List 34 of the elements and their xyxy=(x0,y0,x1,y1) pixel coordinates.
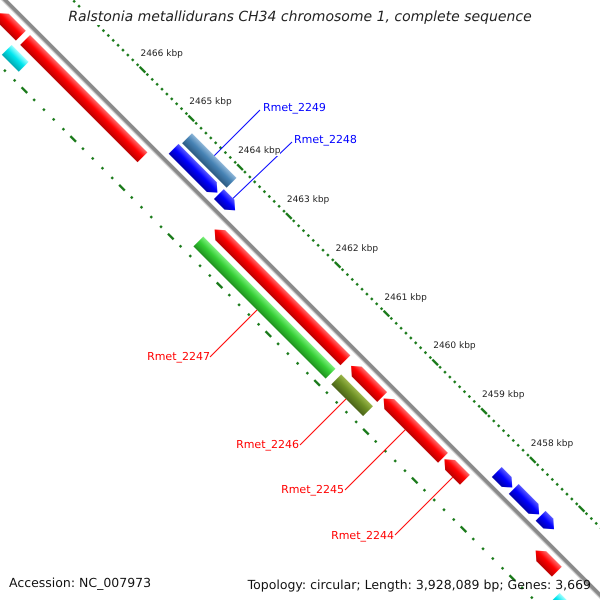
map-title: Ralstonia metallidurans CH34 chromosome 1, complete sequence xyxy=(68,9,532,25)
gene-bar xyxy=(2,44,29,72)
gene-bar xyxy=(384,398,448,463)
gene-label: Rmet_2246 xyxy=(236,438,299,451)
gene-bar xyxy=(536,550,562,577)
tick-label: 2466 kbp xyxy=(140,48,183,59)
tick-label: 2465 kbp xyxy=(189,97,232,108)
accession-text: Accession: NC_007973 xyxy=(9,575,152,590)
gene-bar xyxy=(536,510,554,530)
gene-bar xyxy=(331,374,373,416)
gene-bar xyxy=(0,13,26,41)
gene-bar xyxy=(508,484,540,514)
leader-line xyxy=(394,476,454,536)
gene-bar xyxy=(351,366,388,402)
tick-label: 2463 kbp xyxy=(286,195,330,206)
tick-label: 2461 kbp xyxy=(384,292,427,303)
gene-bar xyxy=(444,459,470,485)
gene-bar xyxy=(168,144,218,193)
leader-line xyxy=(344,429,406,490)
leader-line xyxy=(232,142,292,199)
summary-text: Topology: circular; Length: 3,928,089 bp; Genes: 3,669 xyxy=(248,577,591,592)
gene-label: Rmet_2249 xyxy=(263,101,326,114)
gene-label: Rmet_2244 xyxy=(331,529,394,542)
gene-label: Rmet_2248 xyxy=(294,133,357,146)
leader-line xyxy=(210,310,258,358)
tick-label: 2459 kbp xyxy=(482,390,524,400)
tick-label: 2458 kbp xyxy=(530,438,574,449)
gene-bar xyxy=(492,467,512,488)
gene-bar xyxy=(182,133,237,188)
tick-label: 2464 kbp xyxy=(238,146,280,156)
gene-label: Rmet_2245 xyxy=(281,483,344,496)
tick-label: 2460 kbp xyxy=(433,341,476,352)
tick-label: 2462 kbp xyxy=(336,244,378,254)
gene-label: Rmet_2247 xyxy=(147,350,210,363)
